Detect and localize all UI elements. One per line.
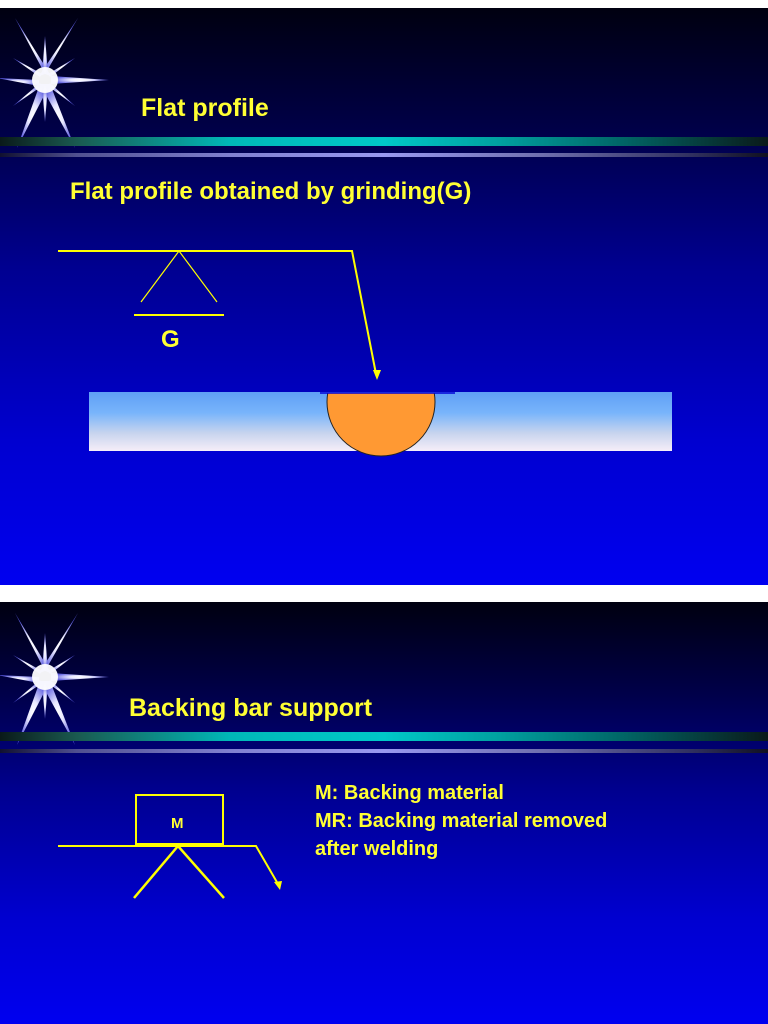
legend-line-1: M: Backing material (315, 782, 504, 804)
starburst-icon (0, 18, 109, 148)
weld-diagram (58, 249, 672, 457)
slide-subtitle: Flat profile obtained by grinding(G) (70, 178, 472, 205)
legend-line-3: after welding (315, 838, 439, 860)
accent-bar-lavender (0, 153, 768, 157)
slide-flat-profile: Flat profile Flat profile obtained by gr… (0, 8, 768, 585)
weld-symbol-reference-line (58, 249, 381, 380)
starburst-icon (0, 613, 109, 745)
slide-title: Flat profile (141, 94, 269, 122)
accent-bar-cyan (0, 732, 768, 741)
slide-title: Backing bar support (129, 694, 373, 722)
backing-weld-symbol (58, 794, 282, 899)
backing-label: M (171, 815, 184, 832)
accent-bar-cyan (0, 137, 768, 146)
legend-line-2: MR: Backing material removed (315, 810, 608, 832)
grinding-letter: G (161, 326, 180, 353)
accent-bar-lavender (0, 749, 768, 753)
slide-backing-bar: Backing bar support M M: Backing materia… (0, 602, 768, 1024)
weld-bead (326, 393, 436, 457)
